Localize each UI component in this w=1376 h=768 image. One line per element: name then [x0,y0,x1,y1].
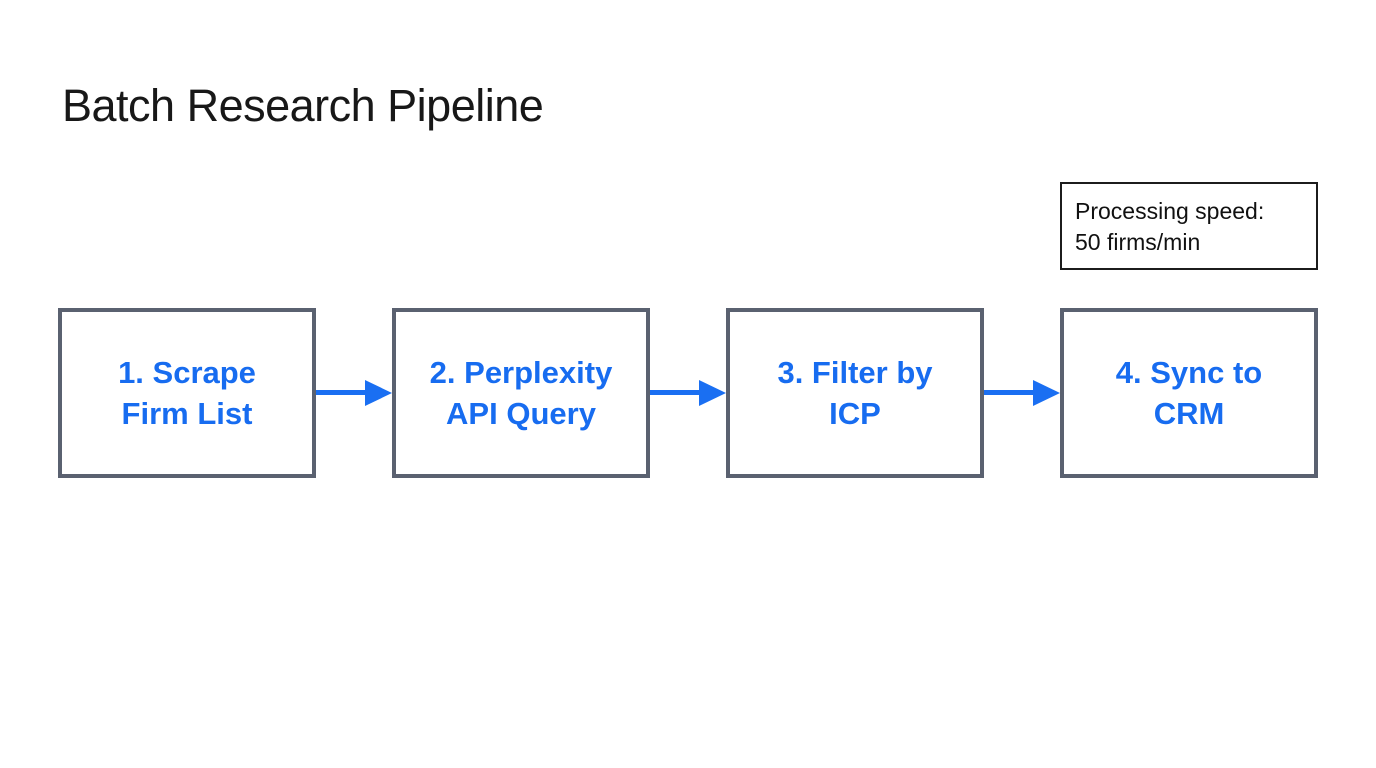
arrow-head [365,380,392,406]
step-label-line: 1. Scrape [118,355,256,390]
arrow-shaft [650,390,702,395]
step-box-filter-by-icp: 3. Filter by ICP [726,308,984,478]
step-label-line: 3. Filter by [777,355,933,390]
step-box-perplexity-api-query: 2. Perplexity API Query [392,308,650,478]
arrow-right-icon [316,380,392,406]
arrow-head [699,380,726,406]
step-label-line: Firm List [121,396,253,431]
arrow-right-icon [650,380,726,406]
arrow-shaft [316,390,368,395]
arrow-head [1033,380,1060,406]
step-label-line: CRM [1153,396,1225,431]
step-box-scrape-firm-list: 1. Scrape Firm List [58,308,316,478]
step-label-line: 2. Perplexity [429,355,613,390]
arrow-right-icon [984,380,1060,406]
step-label-line: 4. Sync to [1115,355,1263,390]
arrow-shaft [984,390,1036,395]
processing-speed-label: Processing speed: [1075,198,1265,224]
step-box-sync-to-crm: 4. Sync to CRM [1060,308,1318,478]
step-label-line: API Query [446,396,596,431]
page-title: Batch Research Pipeline [62,80,544,131]
step-label-line: ICP [829,396,881,431]
processing-speed-value: 50 firms/min [1075,229,1201,255]
processing-speed-note: Processing speed: 50 firms/min [1060,182,1318,270]
